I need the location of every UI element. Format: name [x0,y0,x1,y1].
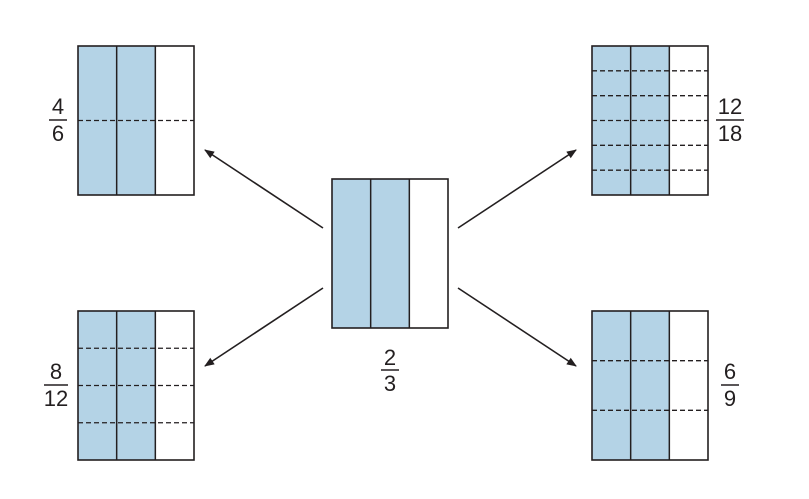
fraction-label-top-right: 12 18 [716,94,744,146]
arrow-to-top-left [204,149,324,229]
denominator-center: 3 [384,371,396,396]
denominator-bottom-right: 9 [724,386,736,411]
model-outline [77,45,195,196]
denominator-top-left: 6 [52,121,64,146]
shaded-column [592,311,631,460]
numerator-bottom-right: 6 [724,359,736,384]
fraction-model-top-left [77,45,195,196]
fraction-label-center: 2 3 [381,345,399,396]
shaded-column [332,179,371,328]
model-outline [77,310,195,461]
fraction-model-bottom-right [591,310,709,461]
shaded-column [370,179,410,328]
denominator-top-right: 18 [718,121,742,146]
fraction-model-bottom-left [77,310,195,461]
fraction-model-top-right [591,45,709,196]
fraction-model-center [331,178,449,329]
numerator-top-right: 12 [718,94,742,119]
fraction-label-bottom-right: 6 9 [721,359,739,411]
numerator-center: 2 [384,345,396,370]
shaded-column [630,311,670,460]
fraction-label-top-left: 4 6 [49,94,67,146]
model-outline [591,310,709,461]
arrow-to-bottom-right [457,287,577,367]
model-outline [591,45,709,196]
fraction-label-bottom-left: 8 12 [44,359,68,411]
model-outline [331,178,449,329]
arrow-to-bottom-left [204,287,324,367]
numerator-bottom-left: 8 [50,359,62,384]
denominator-bottom-left: 12 [44,386,68,411]
arrow-to-top-right [457,149,577,229]
numerator-top-left: 4 [52,94,64,119]
